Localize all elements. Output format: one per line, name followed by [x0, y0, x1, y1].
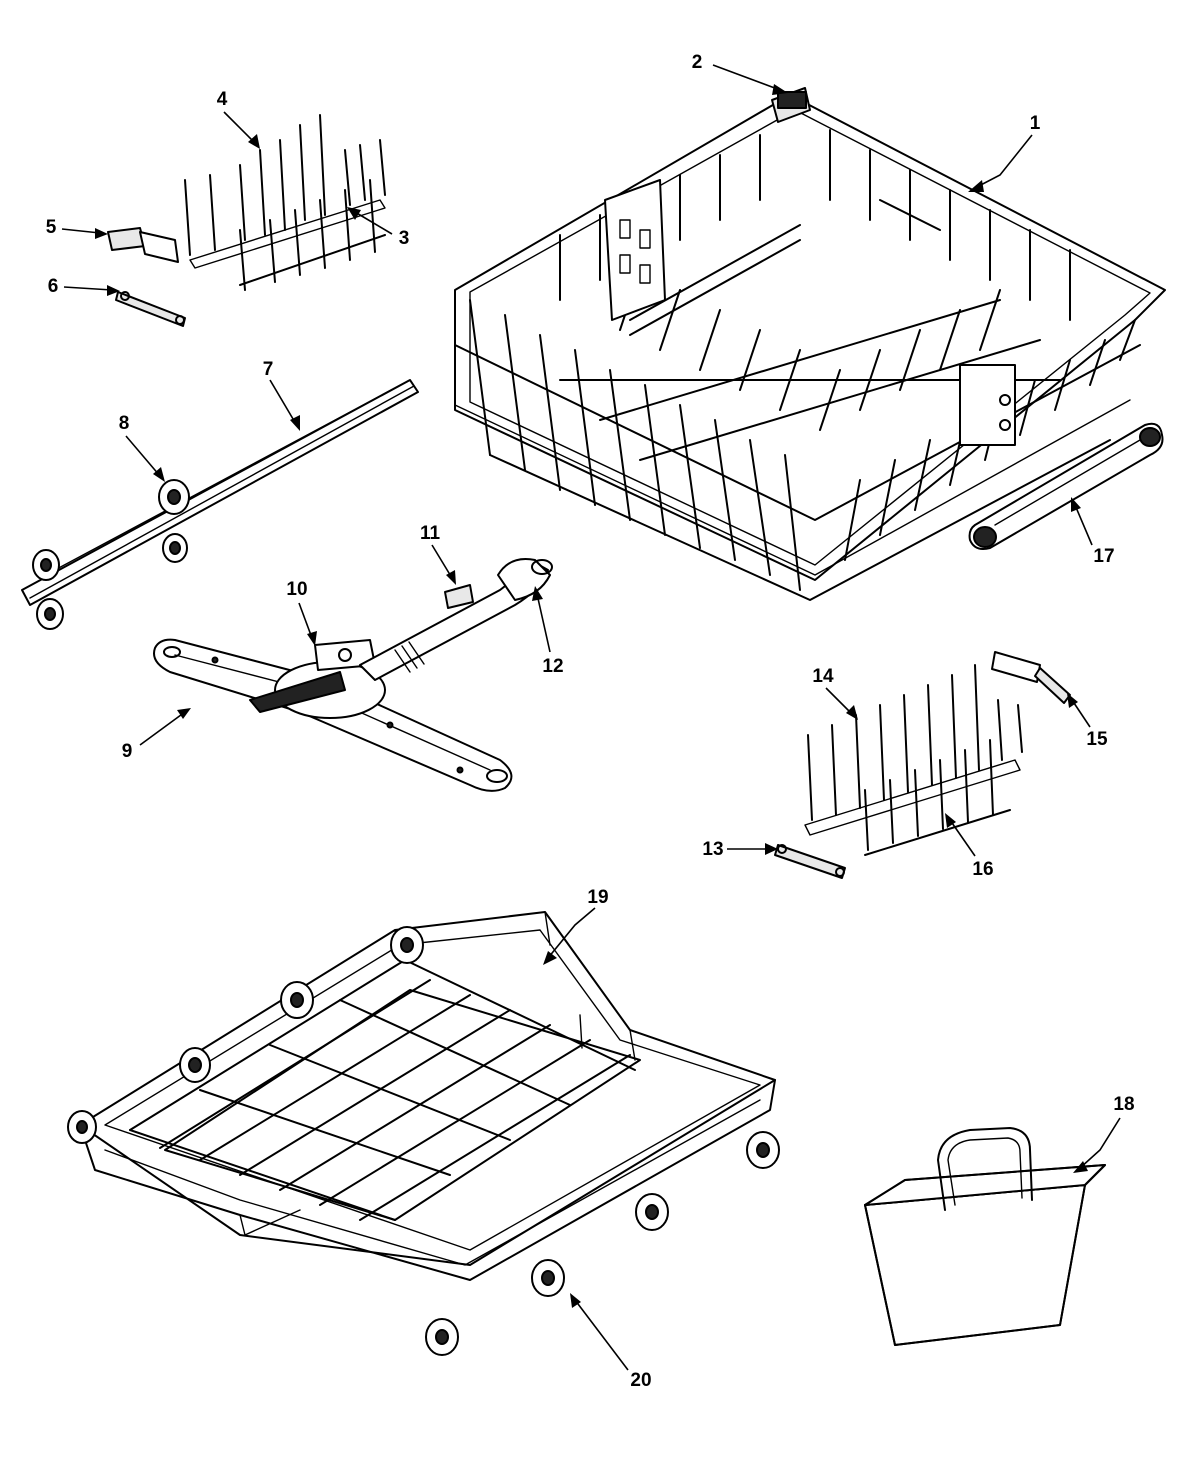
part-15-clip[interactable]	[991, 651, 1071, 704]
callout-19: 19	[543, 887, 609, 965]
callout-9: 9	[122, 708, 191, 762]
svg-text:2: 2	[692, 52, 703, 73]
svg-text:10: 10	[286, 579, 307, 600]
part-8-wheels[interactable]	[32, 479, 190, 630]
callout-10: 10	[286, 579, 317, 646]
svg-text:16: 16	[972, 859, 993, 880]
callout-20: 20	[570, 1293, 652, 1391]
callout-8: 8	[119, 413, 165, 482]
callout-4: 4	[217, 89, 260, 149]
svg-text:20: 20	[630, 1370, 651, 1391]
svg-text:7: 7	[263, 359, 274, 380]
upper-rack[interactable]	[454, 87, 1166, 601]
callout-5: 5	[46, 217, 108, 239]
part-17-spray-arm[interactable]	[968, 422, 1164, 550]
callout-7: 7	[263, 359, 300, 431]
svg-text:8: 8	[119, 413, 130, 434]
callout-2: 2	[692, 52, 788, 95]
callout-14: 14	[812, 666, 858, 720]
svg-text:5: 5	[46, 217, 57, 238]
svg-text:17: 17	[1093, 546, 1114, 567]
svg-text:13: 13	[702, 839, 723, 860]
part-9-spray-arm[interactable]	[153, 638, 513, 792]
callouts: 1 2 3 4 5 6 7	[46, 52, 1135, 1391]
svg-text:12: 12	[542, 656, 563, 677]
callout-6: 6	[48, 276, 120, 297]
part-19-lower-rack[interactable]	[67, 911, 776, 1281]
part-13-clip[interactable]	[774, 844, 846, 879]
svg-text:3: 3	[399, 228, 410, 249]
svg-text:6: 6	[48, 276, 59, 297]
callout-15: 15	[1067, 693, 1108, 750]
svg-text:11: 11	[420, 523, 441, 544]
svg-text:14: 14	[812, 666, 834, 687]
part-18-basket[interactable]	[864, 1127, 1106, 1346]
callout-12: 12	[532, 586, 564, 677]
callout-13: 13	[702, 839, 778, 860]
svg-text:4: 4	[217, 89, 228, 110]
callout-18: 18	[1073, 1094, 1135, 1173]
part-20-wheels[interactable]	[425, 1131, 780, 1356]
part-6-hinge[interactable]	[115, 291, 186, 327]
part-14-16-tines[interactable]	[804, 664, 1023, 856]
svg-text:18: 18	[1113, 1094, 1134, 1115]
svg-text:9: 9	[122, 741, 133, 762]
callout-17: 17	[1071, 497, 1115, 567]
svg-text:1: 1	[1030, 113, 1041, 134]
part-2-clip[interactable]	[777, 91, 807, 109]
part-11-clip[interactable]	[444, 584, 474, 609]
callout-1: 1	[968, 113, 1041, 192]
part-12-feed-tube[interactable]	[359, 558, 553, 681]
svg-text:15: 15	[1086, 729, 1108, 750]
part-7-rail[interactable]	[21, 379, 419, 606]
part-5-shelf-clip[interactable]	[107, 227, 179, 263]
cup-shelf-tines[interactable]	[184, 114, 386, 291]
svg-text:19: 19	[587, 887, 608, 908]
callout-11: 11	[420, 523, 456, 585]
callout-16: 16	[945, 813, 994, 880]
callout-3: 3	[347, 207, 409, 249]
